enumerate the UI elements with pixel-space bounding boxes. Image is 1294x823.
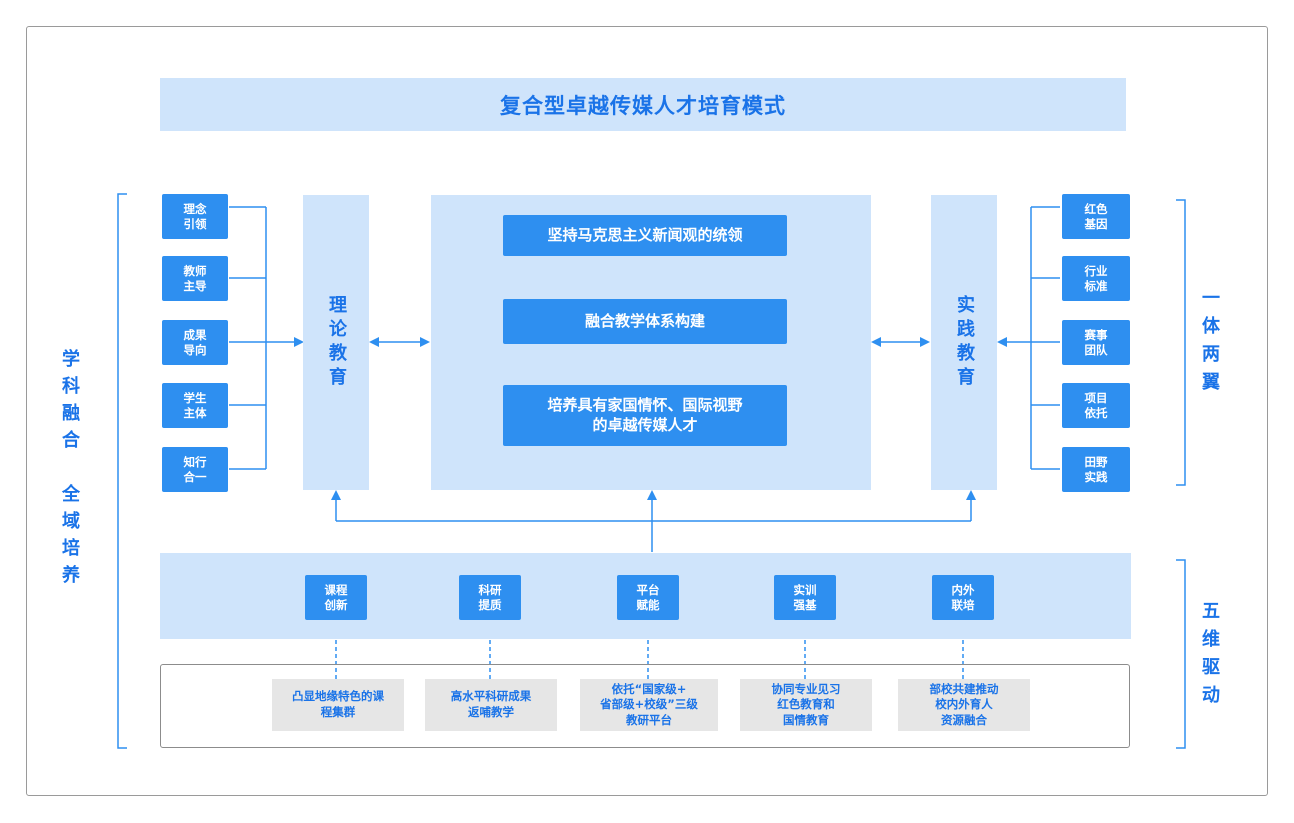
practice-label: 实践教育 <box>954 294 975 391</box>
driver-item: 课程 创新 <box>305 575 367 620</box>
core-box-guidance: 坚持马克思主义新闻观的统领 <box>503 215 787 256</box>
theory-column: 理论教育 <box>303 195 369 490</box>
left-item: 理念 引领 <box>162 194 228 239</box>
foundations-container <box>160 664 1130 748</box>
foundation-item: 高水平科研成果 返哺教学 <box>425 679 557 731</box>
foundation-item: 部校共建推动 校内外育人 资源融合 <box>898 679 1030 731</box>
theory-label: 理论教育 <box>326 294 347 391</box>
left-item: 知行 合一 <box>162 447 228 492</box>
right-label-top: 一 体 两 翼 <box>1202 288 1220 393</box>
driver-item: 科研 提质 <box>459 575 521 620</box>
core-box-system: 融合教学体系构建 <box>503 299 787 344</box>
right-item: 赛事 团队 <box>1062 320 1130 365</box>
left-side-label: 学 科 融 合 全 域 培 养 <box>62 349 80 586</box>
diagram-title: 复合型卓越传媒人才培育模式 <box>160 78 1126 131</box>
core-box-goal: 培养具有家国情怀、国际视野 的卓越传媒人才 <box>503 385 787 446</box>
right-label-bottom: 五 维 驱 动 <box>1202 601 1220 706</box>
foundation-item: 依托“国家级+ 省部级+校级”三级 教研平台 <box>580 679 718 731</box>
foundation-item: 凸显地缘特色的课 程集群 <box>272 679 404 731</box>
left-item: 学生 主体 <box>162 383 228 428</box>
driver-item: 平台 赋能 <box>617 575 679 620</box>
right-item: 行业 标准 <box>1062 256 1130 301</box>
left-item: 成果 导向 <box>162 320 228 365</box>
right-item: 红色 基因 <box>1062 194 1130 239</box>
driver-item: 实训 强基 <box>774 575 836 620</box>
foundation-item: 协同专业见习 红色教育和 国情教育 <box>740 679 872 731</box>
diagram-frame <box>26 26 1268 796</box>
driver-item: 内外 联培 <box>932 575 994 620</box>
left-item: 教师 主导 <box>162 256 228 301</box>
practice-column: 实践教育 <box>931 195 997 490</box>
right-item: 田野 实践 <box>1062 447 1130 492</box>
right-item: 项目 依托 <box>1062 383 1130 428</box>
